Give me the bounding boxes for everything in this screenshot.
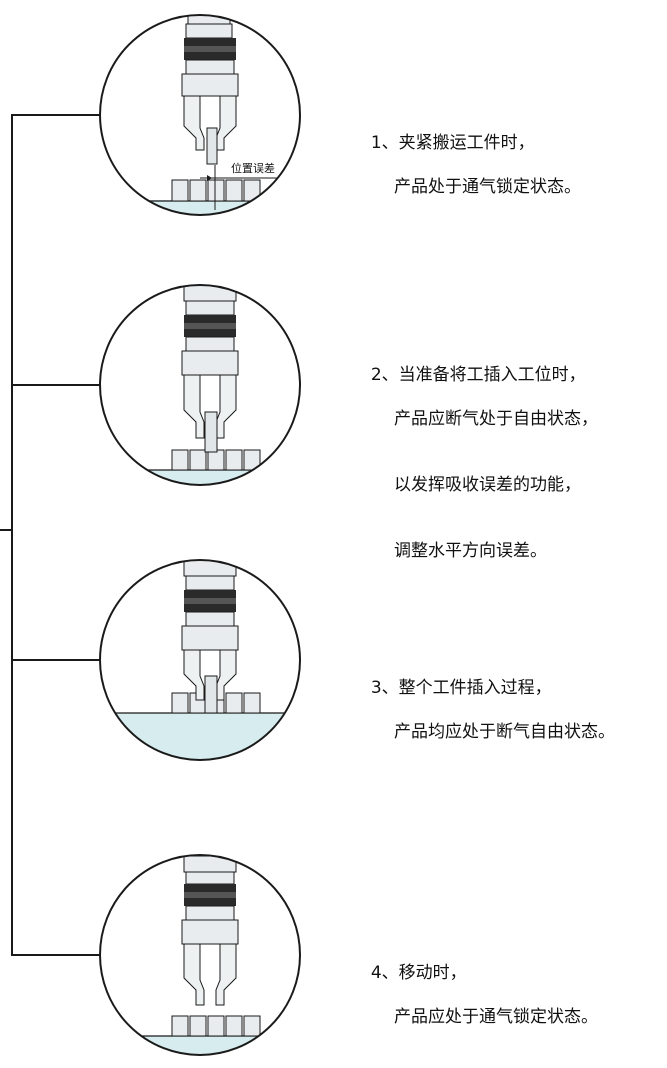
step-2-illustration: [99, 284, 301, 486]
step-1-number: 1、: [370, 133, 399, 153]
step-4-illustration: [99, 854, 301, 1056]
step-4-circle: [99, 854, 301, 1056]
step-4-number: 4、: [370, 963, 399, 983]
step-3-number: 3、: [370, 678, 399, 698]
step-2-line-2: 产品应断气处于自由状态，: [394, 409, 598, 429]
step-3-circle: [99, 559, 301, 761]
step-3-line-1: 整个工件插入过程，: [398, 678, 552, 698]
bracket-connector: [0, 114, 100, 956]
step-1-illustration: 位置误差: [99, 14, 301, 216]
step-2-line-3: 以发挥吸收误差的功能，: [394, 475, 581, 495]
step-1-line-2: 产品处于通气锁定状态。: [394, 177, 581, 197]
step-1-line-1: 夹紧搬运工件时，: [398, 133, 535, 153]
step-2-line-1: 当准备将工插入工位时，: [398, 365, 586, 385]
bracket-main-line: [11, 114, 100, 956]
step-2-line-4: 调整水平方向误差。: [394, 541, 547, 561]
step-3-text: 3、整个工件插入过程， 产品均应处于断气自由状态。: [360, 655, 615, 765]
step-2-text: 2、当准备将工插入工位时， 产品应断气处于自由状态， 以发挥吸收误差的功能， 调…: [360, 342, 598, 584]
step-1-text: 1、夹紧搬运工件时， 产品处于通气锁定状态。: [360, 110, 581, 220]
step-4-line-1: 移动时，: [398, 963, 467, 983]
position-error-label: 位置误差: [231, 161, 275, 175]
step-1-circle: [99, 14, 301, 216]
step-3-line-2: 产品均应处于断气自由状态。: [394, 722, 615, 742]
step-2-circle: [99, 284, 301, 486]
step-4-text: 4、移动时， 产品应处于通气锁定状态。: [360, 940, 598, 1050]
step-2-number: 2、: [370, 365, 399, 385]
step-4-line-2: 产品应处于通气锁定状态。: [394, 1007, 598, 1027]
step-3-illustration: [99, 559, 301, 761]
